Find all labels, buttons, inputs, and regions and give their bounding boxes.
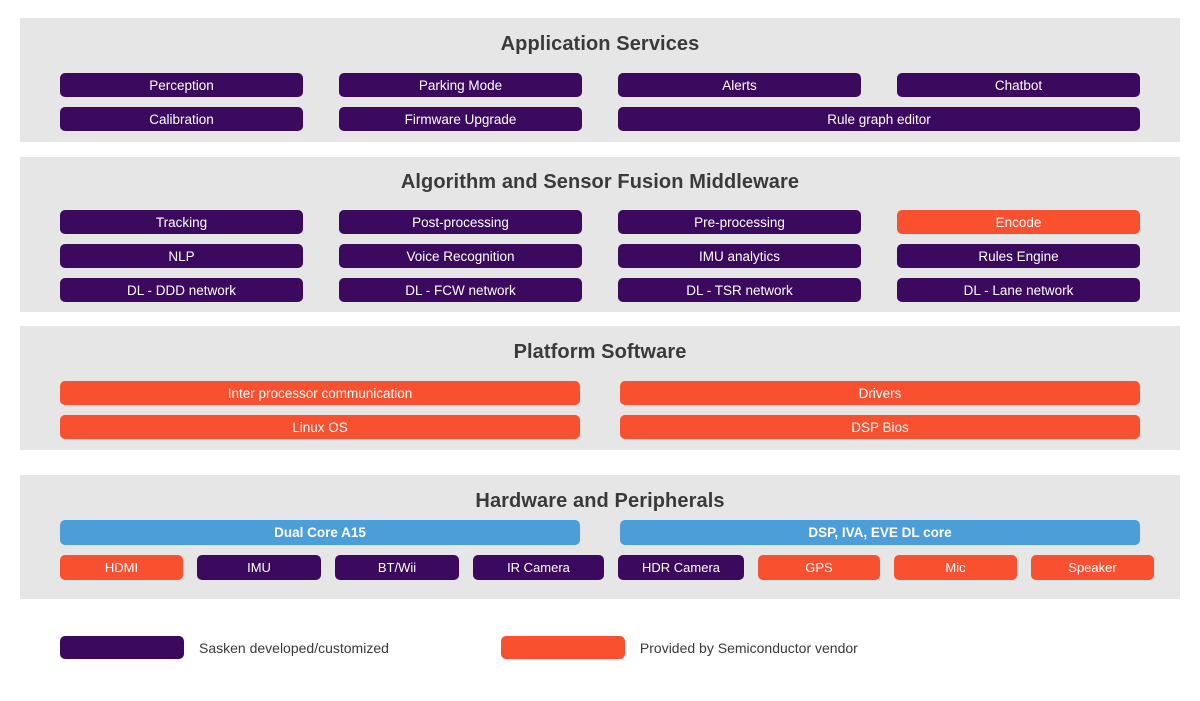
legend-swatch-purple <box>60 636 184 659</box>
legend-swatch-orange <box>500 636 625 659</box>
application-services-row-2: Calibration Firmware Upgrade Rule graph … <box>60 107 1140 131</box>
block-calibration[interactable]: Calibration <box>60 107 303 131</box>
block-linux-os[interactable]: Linux OS <box>60 415 580 439</box>
block-dsp-iva-eve-dl-core[interactable]: DSP, IVA, EVE DL core <box>620 520 1140 545</box>
middleware-row-2: NLP Voice Recognition IMU analytics Rule… <box>60 244 1140 268</box>
block-mic[interactable]: Mic <box>894 555 1017 580</box>
block-imu-analytics[interactable]: IMU analytics <box>618 244 861 268</box>
block-tracking[interactable]: Tracking <box>60 210 303 234</box>
block-chatbot[interactable]: Chatbot <box>897 73 1140 97</box>
block-nlp[interactable]: NLP <box>60 244 303 268</box>
block-voice-recognition[interactable]: Voice Recognition <box>339 244 582 268</box>
block-drivers[interactable]: Drivers <box>620 381 1140 405</box>
block-dl-lane-network[interactable]: DL - Lane network <box>897 278 1140 302</box>
block-perception[interactable]: Perception <box>60 73 303 97</box>
block-rule-graph-editor[interactable]: Rule graph editor <box>618 107 1140 131</box>
section-platform-software: Platform Software Inter processor commun… <box>20 326 1180 450</box>
block-bt-wii[interactable]: BT/Wii <box>335 555 459 580</box>
block-dsp-bios[interactable]: DSP Bios <box>620 415 1140 439</box>
section-title-middleware: Algorithm and Sensor Fusion Middleware <box>400 171 800 193</box>
application-services-rows: Perception Parking Mode Alerts Chatbot C… <box>60 73 1140 131</box>
block-parking-mode[interactable]: Parking Mode <box>339 73 582 97</box>
section-title-platform-software: Platform Software <box>513 341 687 363</box>
block-dl-tsr-network[interactable]: DL - TSR network <box>618 278 861 302</box>
platform-software-row-2: Linux OS DSP Bios <box>60 415 1140 439</box>
section-title-application-services: Application Services <box>500 33 700 55</box>
legend-label-sasken: Sasken developed/customized <box>199 639 389 656</box>
hardware-cores-row: Dual Core A15 DSP, IVA, EVE DL core <box>60 520 1140 545</box>
section-title-hardware-peripherals: Hardware and Peripherals <box>475 490 725 512</box>
section-middleware: Algorithm and Sensor Fusion Middleware T… <box>20 157 1180 312</box>
application-services-row-1: Perception Parking Mode Alerts Chatbot <box>60 73 1140 97</box>
legend: Sasken developed/customized Provided by … <box>60 636 858 659</box>
middleware-row-1: Tracking Post-processing Pre-processing … <box>60 210 1140 234</box>
block-rules-engine[interactable]: Rules Engine <box>897 244 1140 268</box>
section-hardware-peripherals: Hardware and Peripherals Dual Core A15 D… <box>20 475 1180 599</box>
hardware-rows: Dual Core A15 DSP, IVA, EVE DL core HDMI… <box>60 520 1154 580</box>
block-dual-core-a15[interactable]: Dual Core A15 <box>60 520 580 545</box>
block-pre-processing[interactable]: Pre-processing <box>618 210 861 234</box>
block-encode[interactable]: Encode <box>897 210 1140 234</box>
platform-software-rows: Inter processor communication Drivers Li… <box>60 381 1140 439</box>
block-speaker[interactable]: Speaker <box>1031 555 1154 580</box>
block-alerts[interactable]: Alerts <box>618 73 861 97</box>
block-ir-camera[interactable]: IR Camera <box>473 555 604 580</box>
hardware-peripherals-row: HDMI IMU BT/Wii IR Camera HDR Camera GPS… <box>60 555 1154 580</box>
legend-item-sasken: Sasken developed/customized <box>60 636 389 659</box>
block-inter-processor-communication[interactable]: Inter processor communication <box>60 381 580 405</box>
block-gps[interactable]: GPS <box>758 555 880 580</box>
block-dl-fcw-network[interactable]: DL - FCW network <box>339 278 582 302</box>
block-hdmi[interactable]: HDMI <box>60 555 183 580</box>
section-application-services: Application Services Perception Parking … <box>20 18 1180 142</box>
middleware-row-3: DL - DDD network DL - FCW network DL - T… <box>60 278 1140 302</box>
block-post-processing[interactable]: Post-processing <box>339 210 582 234</box>
legend-item-vendor: Provided by Semiconductor vendor <box>500 636 858 659</box>
middleware-rows: Tracking Post-processing Pre-processing … <box>60 210 1140 302</box>
legend-label-vendor: Provided by Semiconductor vendor <box>639 639 858 656</box>
platform-software-row-1: Inter processor communication Drivers <box>60 381 1140 405</box>
block-dl-ddd-network[interactable]: DL - DDD network <box>60 278 303 302</box>
block-firmware-upgrade[interactable]: Firmware Upgrade <box>339 107 582 131</box>
block-imu[interactable]: IMU <box>197 555 321 580</box>
block-hdr-camera[interactable]: HDR Camera <box>618 555 744 580</box>
